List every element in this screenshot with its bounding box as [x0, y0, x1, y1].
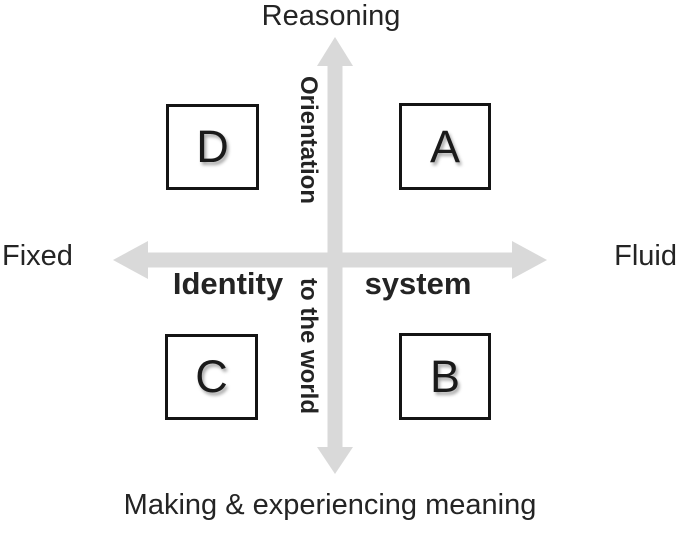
quadrant-box-bottom-right: B [399, 333, 491, 420]
vertical-axis-title-top: Orientation [295, 76, 322, 205]
horizontal-axis-title-right: system [364, 266, 472, 301]
quadrant-box-top-left: D [166, 104, 259, 190]
quadrant-letter: C [195, 351, 228, 402]
quadrant-box-top-right: A [399, 103, 491, 190]
down-arrowhead-icon [317, 447, 353, 474]
quadrant-box-bottom-left: C [165, 334, 258, 420]
up-arrowhead-icon [317, 37, 353, 66]
vertical-axis-title-bottom: to the world [295, 278, 322, 414]
right-arrowhead-icon [512, 241, 547, 279]
axis-label-left: Fixed [2, 240, 73, 272]
horizontal-axis-title-left: Identity [172, 266, 284, 301]
axis-label-bottom: Making & experiencing meaning [123, 489, 537, 521]
axis-label-right: Fluid [614, 240, 677, 272]
quadrant-letter: B [429, 350, 460, 402]
axis-label-top: Reasoning [261, 0, 401, 32]
quadrant-letter: D [196, 121, 229, 172]
quadrant-letter: A [429, 120, 460, 172]
left-arrowhead-icon [113, 241, 148, 279]
